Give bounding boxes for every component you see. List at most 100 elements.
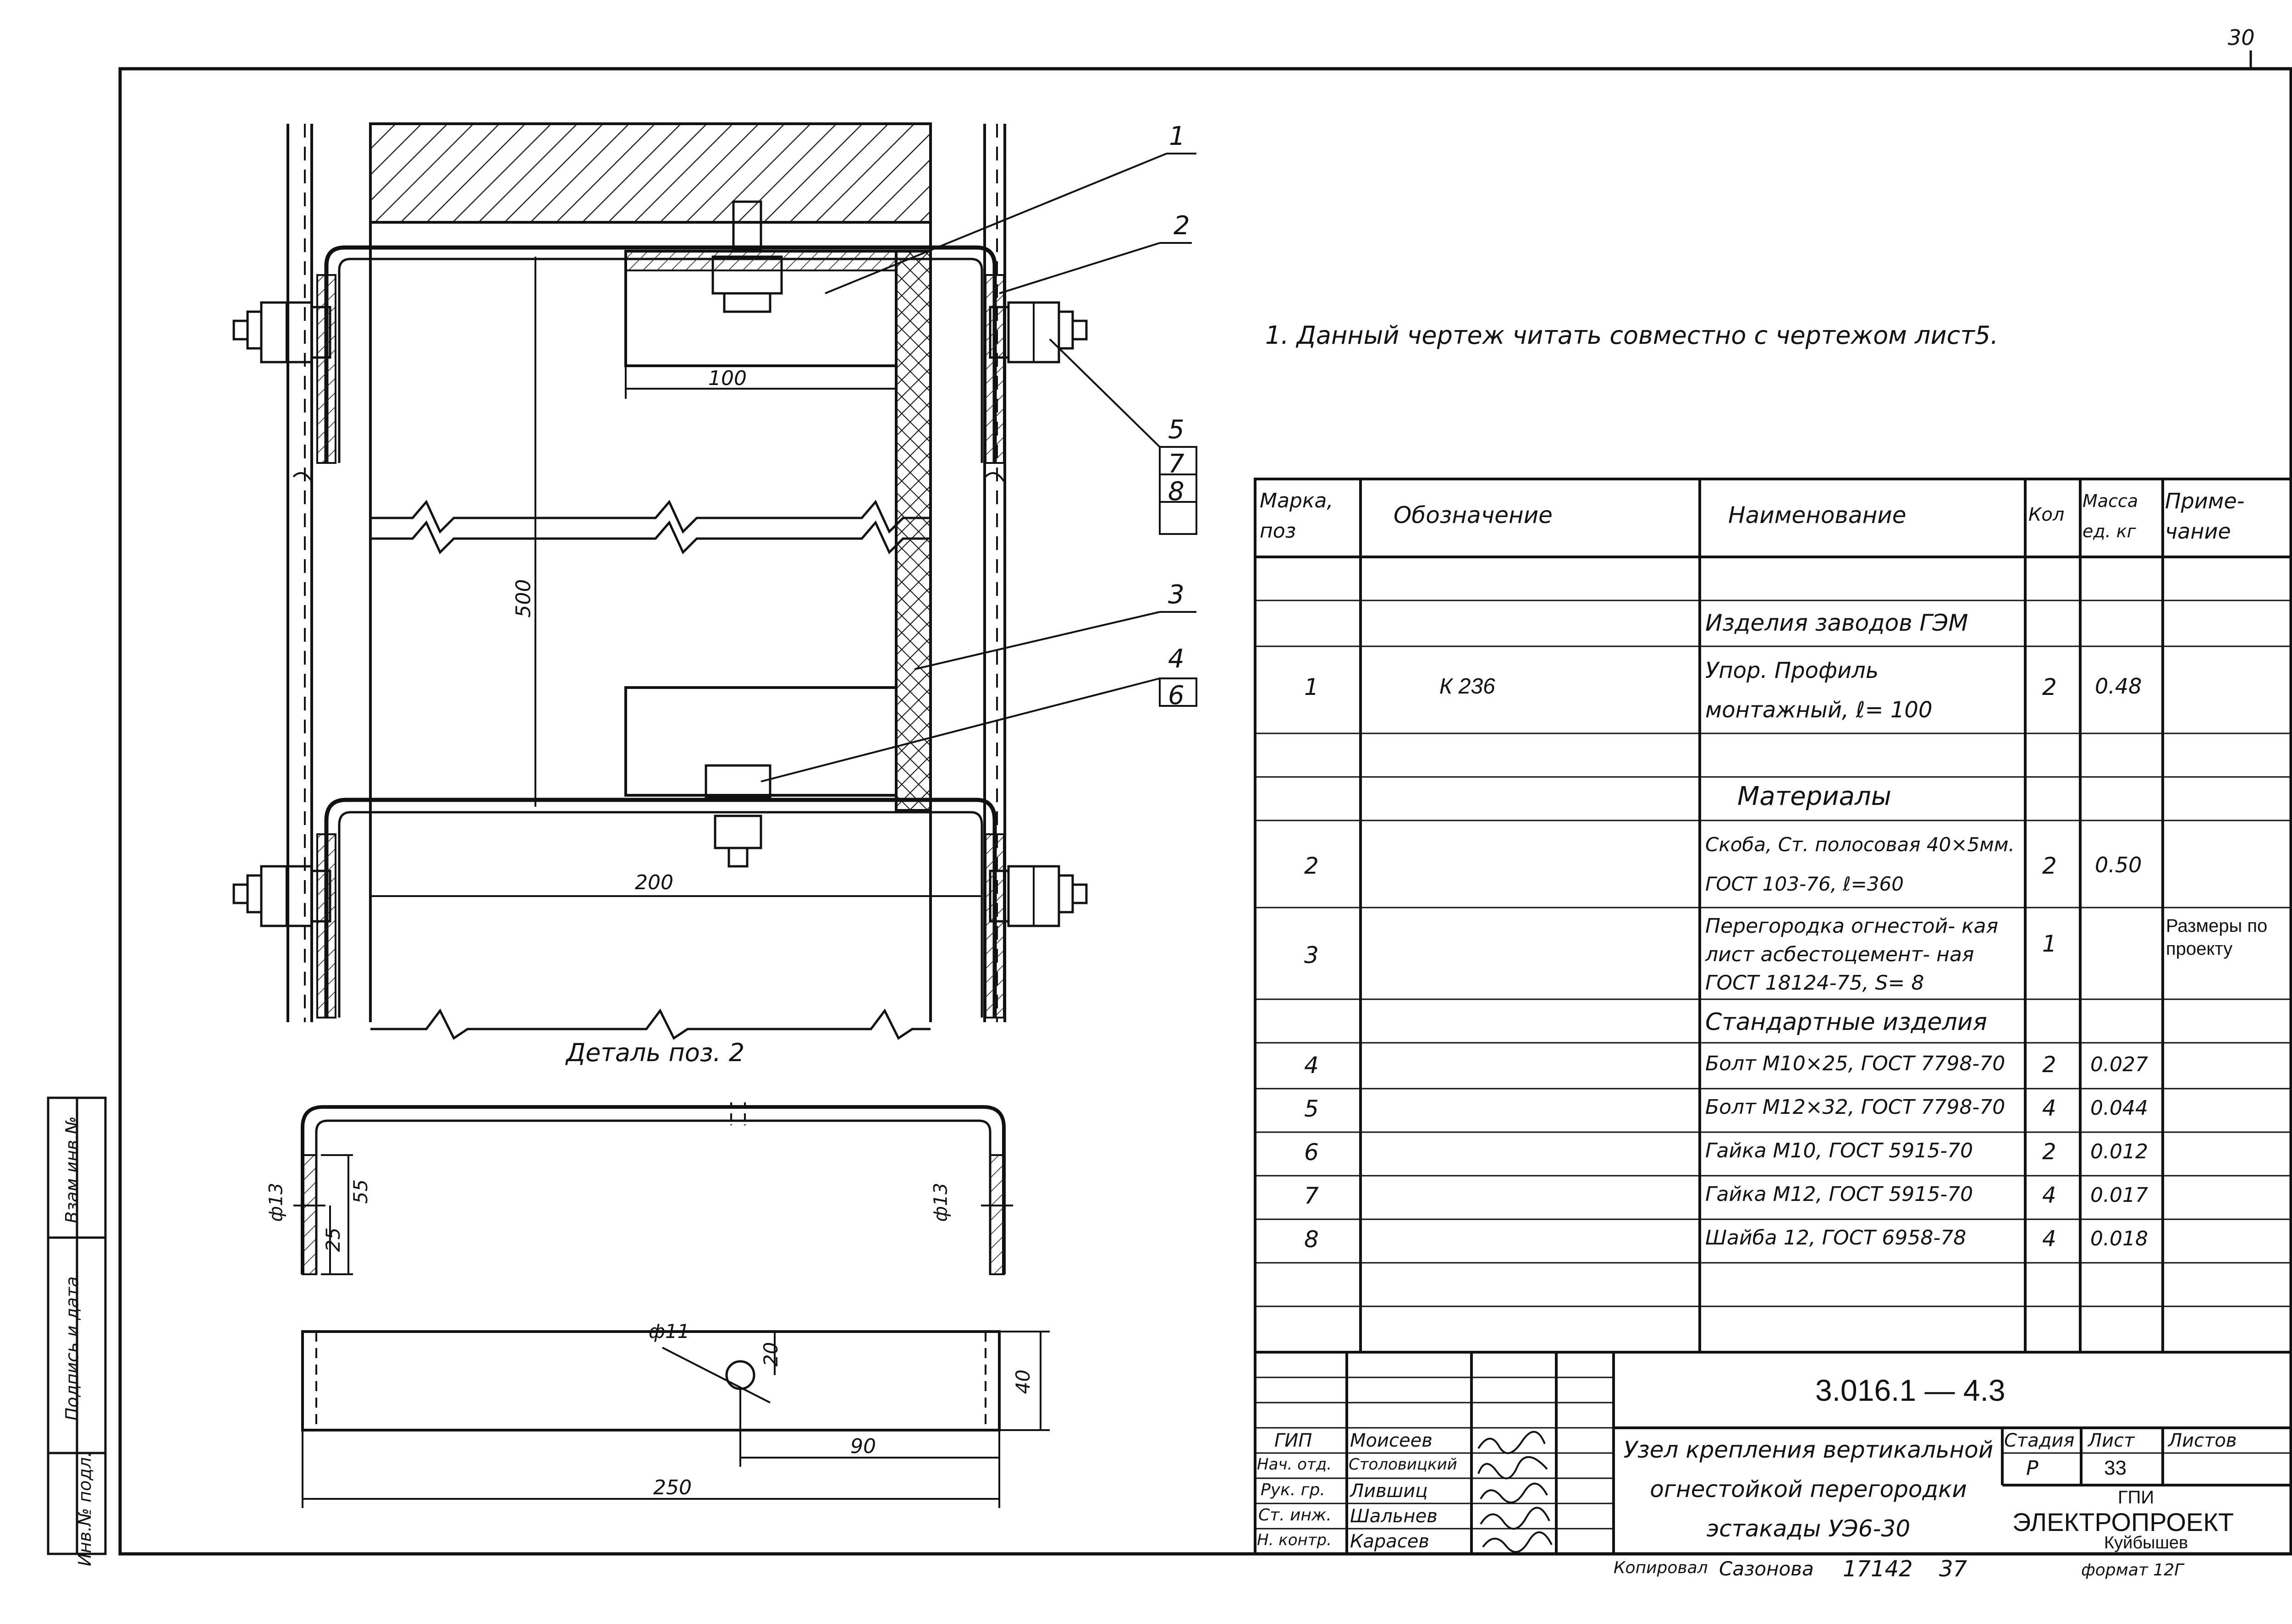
spec-row-mark: 5 xyxy=(1304,1096,1319,1122)
sheet-label: Лист xyxy=(2088,1430,2135,1451)
sheets-label: Листов xyxy=(2168,1430,2237,1451)
staff-name: Моисеев xyxy=(1350,1430,1432,1451)
spec-header-mark: Марка, поз xyxy=(1260,489,1333,543)
spec-row-qty: 2 xyxy=(2042,1139,2056,1165)
position-label-8: 8 xyxy=(1168,477,1185,506)
spec-header-name: Наименование xyxy=(1728,502,1906,528)
margin-stamp-box xyxy=(47,1096,107,1555)
spec-row-mass: 0.044 xyxy=(2090,1096,2148,1120)
spec-row-name: Перегородка огнестой- кая лист асбестоце… xyxy=(1705,914,1999,995)
spec-row-mass: 0.48 xyxy=(2095,674,2142,699)
spec-row-mass: 0.017 xyxy=(2090,1184,2148,1207)
title-block-grid xyxy=(1254,1351,2291,1554)
dim-d11: ф11 xyxy=(649,1320,690,1343)
dim-55: 55 xyxy=(349,1179,372,1204)
spec-header-note: Приме- чание xyxy=(2165,489,2245,544)
spec-row-mass: 0.018 xyxy=(2090,1227,2148,1250)
signatures xyxy=(1477,1431,1553,1553)
spec-row-mark: 1 xyxy=(1304,674,1319,700)
staff-role: Рук. гр. xyxy=(1261,1481,1325,1499)
dim-20: 20 xyxy=(760,1342,782,1367)
spec-row-mass: 0.50 xyxy=(2095,853,2142,877)
spec-row-qty: 2 xyxy=(2042,1052,2056,1078)
org-line-1: ГПИ xyxy=(2118,1487,2154,1508)
page-number: 30 xyxy=(2228,25,2255,50)
format-label: формат 12Г xyxy=(2081,1561,2184,1580)
copied-label: Копировал xyxy=(1614,1558,1708,1577)
doc-number: 3.016.1 — 4.3 xyxy=(1815,1373,2006,1407)
spec-row-name: Стандартные изделия xyxy=(1705,1008,1987,1036)
org-line-3: Куйбышев xyxy=(2104,1533,2188,1552)
sheet-value: 33 xyxy=(2104,1457,2127,1479)
sheet-frame xyxy=(118,50,2292,1556)
position-label-2: 2 xyxy=(1174,211,1190,241)
spec-row-name: Упор. Профиль монтажный, ℓ= 100 xyxy=(1705,658,1933,723)
staff-name: Лившиц xyxy=(1350,1481,1428,1502)
spec-row-qty: 4 xyxy=(2042,1096,2056,1121)
position-label-3: 3 xyxy=(1168,580,1185,610)
spec-row-name: Скоба, Ст. полосовая 40×5мм. ГОСТ 103-76… xyxy=(1705,833,2015,895)
staff-role: Н. контр. xyxy=(1257,1531,1332,1549)
spec-row-name: Гайка М12, ГОСТ 5915-70 xyxy=(1705,1183,1973,1206)
position-label-4: 4 xyxy=(1168,644,1185,674)
margin-stamp-col1: Взам инв.№ xyxy=(61,1116,82,1223)
spec-row-mark: 2 xyxy=(1304,853,1319,879)
spec-row-qty: 4 xyxy=(2042,1226,2056,1252)
general-note: 1. Данный чертеж читать совместно с черт… xyxy=(1265,321,1999,350)
spec-header-mass: Масса ед. кг xyxy=(2083,491,2138,541)
copy-number-2: 37 xyxy=(1939,1556,1967,1582)
spec-row-mass: 0.027 xyxy=(2090,1053,2148,1076)
position-label-7: 7 xyxy=(1168,449,1185,479)
stage-value: Р xyxy=(2026,1457,2039,1480)
dim-500: 500 xyxy=(512,579,535,618)
spec-row-qty: 4 xyxy=(2042,1183,2056,1208)
spec-row-mark: 8 xyxy=(1304,1226,1319,1253)
spec-row-mark: 3 xyxy=(1304,942,1319,969)
spec-row-name: Болт М12×32, ГОСТ 7798-70 xyxy=(1705,1096,2006,1119)
spec-row-mark: 4 xyxy=(1304,1052,1319,1079)
position-label-5: 5 xyxy=(1168,415,1185,445)
position-label-6: 6 xyxy=(1168,681,1185,710)
staff-name: Карасев xyxy=(1350,1531,1429,1552)
dim-250: 250 xyxy=(653,1476,692,1499)
staff-role: ГИП xyxy=(1274,1430,1312,1451)
spec-row-mass: 0.012 xyxy=(2090,1140,2148,1163)
staff-name: Шальнев xyxy=(1350,1506,1438,1527)
spec-row-qty: 2 xyxy=(2042,674,2057,700)
dim-d13-right: ф13 xyxy=(930,1183,952,1222)
spec-header-designation: Обозначение xyxy=(1394,502,1553,528)
main-section-view xyxy=(232,122,1197,1040)
margin-stamp-col3: Инв.№ подл. xyxy=(75,1451,95,1567)
copy-number: 17142 xyxy=(1843,1556,1913,1582)
margin-stamp-col2: Подпись и дата xyxy=(62,1276,83,1421)
detail-strip-plan xyxy=(301,1330,1050,1508)
spec-row-note: Размеры по проекту xyxy=(2166,916,2268,959)
copied-name: Сазонова xyxy=(1719,1558,1814,1580)
dim-200: 200 xyxy=(635,871,673,894)
detail-label: Деталь поз. 2 xyxy=(566,1038,745,1067)
spec-row-name: Шайба 12, ГОСТ 6958-78 xyxy=(1705,1226,1967,1250)
spec-row-qty: 1 xyxy=(2042,930,2057,957)
dim-d13-left: ф13 xyxy=(265,1183,287,1222)
spec-row-name: Гайка М10, ГОСТ 5915-70 xyxy=(1705,1139,1973,1162)
dim-40: 40 xyxy=(1012,1369,1035,1394)
dim-100: 100 xyxy=(708,367,747,390)
spec-row-mark: 7 xyxy=(1304,1183,1319,1209)
position-label-1: 1 xyxy=(1169,121,1185,151)
drawing-title: Узел крепления вертикальной огнестойкой … xyxy=(1623,1437,1994,1542)
spec-row-name: Изделия заводов ГЭМ xyxy=(1705,610,1968,636)
staff-name: Столовицкий xyxy=(1349,1455,1457,1474)
staff-role: Ст. инж. xyxy=(1258,1506,1332,1525)
spec-row-mark: 6 xyxy=(1304,1139,1319,1166)
spec-header-qty: Кол xyxy=(2028,504,2065,525)
spec-row-designation: К 236 xyxy=(1439,674,1495,699)
stage-label: Стадия xyxy=(2004,1430,2075,1451)
org-line-2: ЭЛЕКТРОПРОЕКТ xyxy=(2012,1508,2234,1536)
detail-bracket-view xyxy=(293,1102,1013,1275)
spec-row-name: Болт М10×25, ГОСТ 7798-70 xyxy=(1705,1052,2006,1075)
spec-row-name: Материалы xyxy=(1737,782,1891,811)
dim-25: 25 xyxy=(322,1227,345,1252)
dim-90: 90 xyxy=(850,1435,876,1458)
spec-row-qty: 2 xyxy=(2042,853,2057,879)
